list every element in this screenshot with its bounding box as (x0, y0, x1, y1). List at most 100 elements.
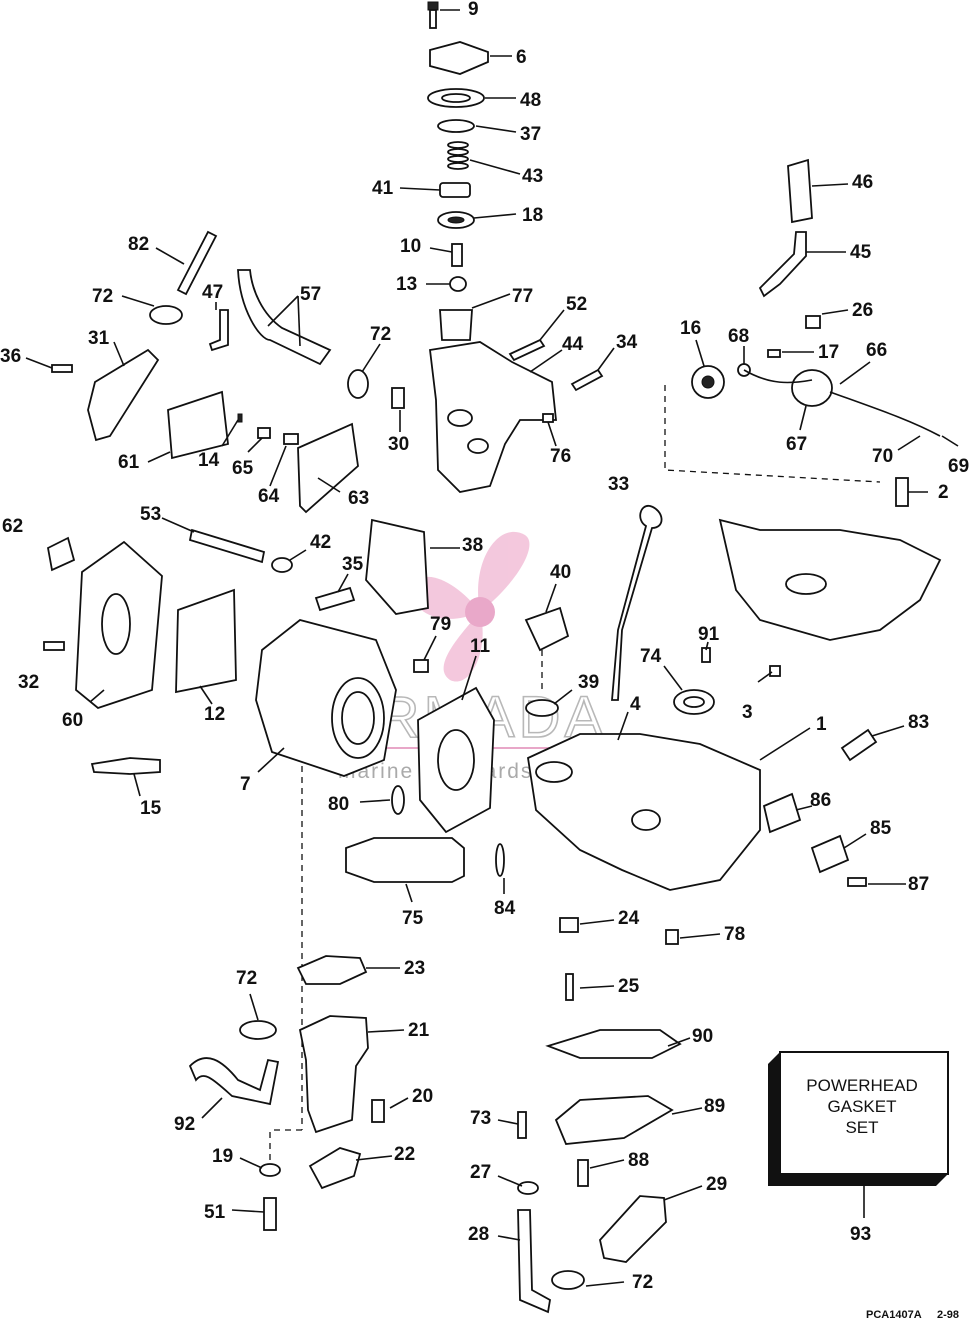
callout-15: 15 (140, 798, 162, 819)
part-72a-clamp (149, 305, 183, 325)
callout-34: 34 (616, 332, 638, 353)
part-22-cover (308, 1147, 362, 1190)
part-66-wire (743, 369, 941, 437)
callout-75: 75 (402, 908, 424, 929)
callout-61: 61 (118, 452, 140, 473)
callout-1: 1 (816, 714, 827, 735)
part-1-crankcase (527, 733, 761, 891)
part-52-screw (508, 338, 546, 362)
part-44-manifold (429, 341, 557, 493)
callout-48: 48 (520, 90, 541, 111)
callout-25: 25 (618, 976, 640, 997)
callout-77: 77 (512, 286, 533, 307)
part-63-plate (297, 422, 359, 514)
part-72d-clamp (551, 1270, 585, 1290)
callout-22: 22 (394, 1144, 415, 1165)
callout-21: 21 (408, 1020, 430, 1041)
callout-93: 93 (850, 1224, 871, 1245)
part-91-pin (701, 647, 711, 663)
part-80-o-ring (391, 785, 405, 815)
part-32-screw (43, 641, 65, 651)
callout-51: 51 (204, 1202, 226, 1223)
part-72b-clamp (347, 369, 369, 399)
part-16-sensor (691, 365, 725, 399)
part-18-seal (437, 211, 475, 229)
callout-88: 88 (628, 1150, 649, 1171)
powerhead-gasket-set-box: POWERHEAD GASKET SET (768, 1051, 949, 1186)
part-65-clip (257, 427, 271, 439)
callout-36: 36 (0, 346, 21, 367)
callout-20: 20 (412, 1086, 433, 1107)
part-27-clamp (517, 1181, 539, 1195)
part-38-gasket (365, 518, 429, 615)
callout-29: 29 (706, 1174, 727, 1195)
part-40-cap (524, 606, 570, 652)
part-30-screw (391, 387, 405, 409)
callout-80: 80 (328, 794, 349, 815)
callout-13: 13 (396, 274, 417, 295)
callout-4: 4 (630, 694, 641, 715)
callout-35: 35 (342, 554, 364, 575)
part-92-hose (188, 1057, 280, 1106)
part-29-filter (599, 1195, 667, 1263)
callout-2: 2 (938, 482, 949, 503)
part-64-clip (283, 433, 299, 445)
part-89-cover (554, 1095, 674, 1145)
gasket-box-line2: GASKET (828, 1097, 897, 1116)
callout-14: 14 (198, 450, 220, 471)
part-14-screw (237, 413, 243, 423)
part-11-head-gasket (417, 686, 495, 834)
callout-30: 30 (388, 434, 409, 455)
callout-60: 60 (62, 710, 83, 731)
callout-42: 42 (310, 532, 331, 553)
callout-62: 62 (2, 516, 23, 537)
callout-37: 37 (520, 124, 541, 145)
part-43-spring (447, 141, 469, 170)
callout-10: 10 (400, 236, 421, 257)
part-53-bolt (188, 528, 266, 564)
part-60-cover (75, 540, 163, 710)
part-2-screw (895, 477, 909, 507)
part-41-bushing (439, 182, 471, 198)
callout-64: 64 (258, 486, 280, 507)
callout-18: 18 (522, 205, 543, 226)
callout-90: 90 (692, 1026, 713, 1047)
figure-date: 2-98 (937, 1309, 959, 1321)
callout-19: 19 (212, 1146, 233, 1167)
callout-28: 28 (468, 1224, 489, 1245)
callout-65: 65 (232, 458, 254, 479)
callout-23: 23 (404, 958, 425, 979)
callout-3: 3 (742, 702, 753, 723)
part-78-pin (665, 929, 679, 945)
callout-72c: 72 (236, 968, 257, 989)
callout-91: 91 (698, 624, 720, 645)
figure-code: PCA1407A (866, 1309, 922, 1321)
callout-85: 85 (870, 818, 892, 839)
callout-12: 12 (204, 704, 225, 725)
callout-74: 74 (640, 646, 662, 667)
callout-63: 63 (348, 488, 369, 509)
part-62-decal (46, 536, 76, 572)
callout-92: 92 (174, 1114, 195, 1135)
part-47-bracket (208, 309, 229, 352)
callout-52: 52 (566, 294, 587, 315)
part-37-o-ring (437, 119, 475, 133)
gasket-box-line3: SET (845, 1118, 878, 1137)
part-84-o-ring (495, 843, 505, 877)
callout-38: 38 (462, 535, 483, 556)
callout-68: 68 (728, 326, 749, 347)
part-57-hose (237, 269, 332, 366)
callout-72d: 72 (632, 1272, 653, 1293)
part-24-pin (559, 917, 579, 933)
callout-9: 9 (468, 0, 479, 20)
part-36-screw (51, 364, 73, 373)
part-74-gasket (673, 689, 715, 715)
callout-78: 78 (724, 924, 745, 945)
part-85-cover (810, 834, 850, 874)
part-23-gasket (296, 955, 368, 985)
callout-73: 73 (470, 1108, 491, 1129)
callout-11: 11 (470, 636, 491, 657)
callout-26: 26 (852, 300, 873, 321)
part-21-housing (298, 1015, 369, 1134)
